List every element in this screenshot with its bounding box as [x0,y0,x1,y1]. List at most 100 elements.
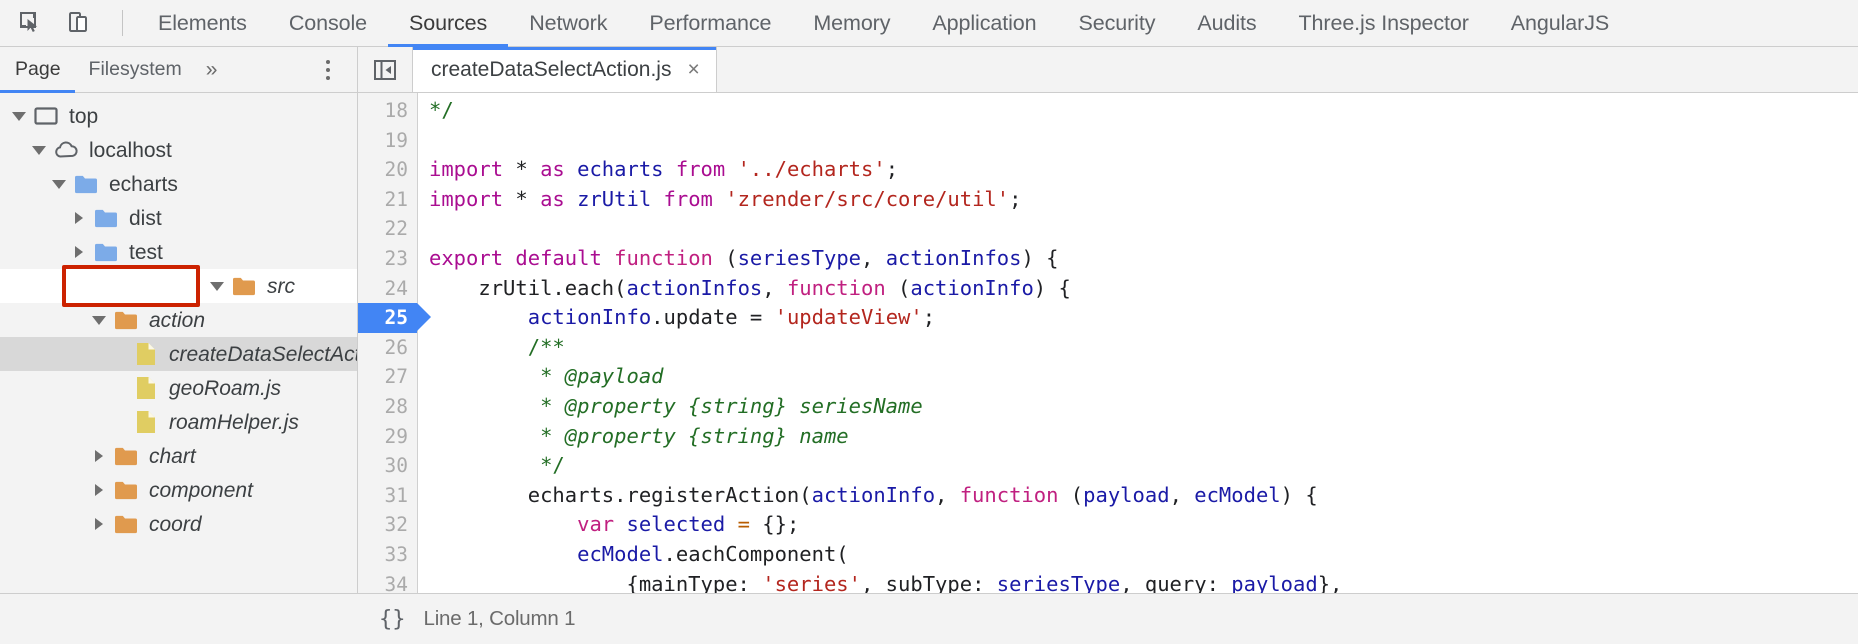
tab-application[interactable]: Application [911,0,1057,46]
toolbar-icon-group [0,6,137,40]
chevron-down-icon[interactable] [6,111,32,121]
code-token: {mainType: [429,571,763,594]
code-token: default [515,245,602,270]
code-text: zrUtil.each(actionInfos, function (actio… [417,274,1070,304]
tree-item-top[interactable]: top [0,99,357,133]
code-token: ( [885,275,911,300]
tab-sources-label: Sources [409,10,488,35]
tree-item-georoam-js[interactable]: geoRoam.js [0,371,357,405]
annotation-highlight-box [62,265,200,307]
kebab-menu-icon[interactable] [315,47,341,92]
line-number[interactable]: 32 [384,513,408,537]
tab-elements[interactable]: Elements [137,0,268,46]
code-token: ( [1058,482,1084,507]
code-token: import [429,157,504,182]
chevron-right-icon[interactable] [86,484,112,496]
tree-item-dist[interactable]: dist [0,201,357,235]
tree-item-src[interactable]: src [0,265,357,307]
pretty-print-icon[interactable]: {} [379,606,406,632]
tree-item-localhost[interactable]: localhost [0,133,357,167]
navigator-tab-page[interactable]: Page [0,47,75,93]
navigator-more-label: » [205,57,218,81]
tree-item-chart[interactable]: chart [0,439,357,473]
tab-console[interactable]: Console [268,0,388,46]
tree-item-label: coord [149,512,202,536]
tree-item-createdataselectaction-js[interactable]: createDataSelectAction.js [0,337,357,371]
code-token [614,512,626,536]
tree-item-echarts[interactable]: echarts [0,167,357,201]
tab-sources[interactable]: Sources [388,0,509,47]
line-number[interactable]: 29 [384,424,408,448]
tab-security[interactable]: Security [1057,0,1176,46]
line-number[interactable]: 22 [384,217,408,241]
inspect-cursor-icon[interactable] [14,6,48,40]
code-token: ) { [1021,245,1059,270]
line-number[interactable]: 21 [384,187,408,211]
line-number[interactable]: 27 [384,365,408,389]
tree-item-action[interactable]: action [0,303,357,337]
device-toolbar-icon[interactable] [62,6,96,40]
tree-item-coord[interactable]: coord [0,507,357,541]
line-number[interactable]: 20 [384,158,408,182]
navigator-tab-filesystem[interactable]: Filesystem [75,47,196,92]
line-number[interactable]: 19 [384,128,408,152]
line-number[interactable]: 26 [384,335,408,359]
tab-network[interactable]: Network [508,0,628,46]
line-number[interactable]: 33 [384,542,408,566]
tab-performance[interactable]: Performance [628,0,792,46]
tree-item-label: chart [149,444,196,468]
chevron-down-icon[interactable] [86,315,112,325]
chevron-right-icon[interactable] [66,246,92,258]
disclosure-triangle [95,484,103,496]
close-icon[interactable]: × [687,58,700,81]
tab-audits[interactable]: Audits [1176,0,1277,46]
line-number[interactable]: 23 [384,246,408,270]
line-number[interactable]: 24 [384,276,408,300]
frame-icon [32,103,60,129]
code-line: 32 var selected = {}; [358,510,1858,540]
tab-angularjs-label: AngularJS [1510,10,1610,35]
tab-angularjs[interactable]: AngularJS [1490,0,1630,46]
code-token: var [577,512,615,537]
devtools-main-toolbar: Elements Console Sources Network Perform… [0,0,1858,47]
chevron-right-icon[interactable] [86,518,112,530]
line-number[interactable]: 30 [384,454,408,478]
breakpoint-marker[interactable]: 25 [358,303,431,333]
code-token: '../echarts' [737,157,886,182]
code-token [429,542,577,566]
code-token: actionInfos [885,245,1022,270]
code-line: 22 [358,214,1858,244]
disclosure-triangle [75,246,83,258]
chevron-down-icon[interactable] [46,179,72,189]
tree-item-roamhelper-js[interactable]: roamHelper.js [0,405,357,439]
tree-item-test[interactable]: test [0,235,357,269]
code-token [651,187,663,211]
code-token: from [675,157,726,182]
line-number[interactable]: 28 [384,394,408,418]
chevron-right-icon[interactable] [86,450,112,462]
chevron-right-icon[interactable] [66,212,92,224]
editor-tab-createdataselectaction[interactable]: createDataSelectAction.js × [413,47,717,92]
chevron-down-icon[interactable] [204,281,230,291]
collapse-sidebar-icon[interactable] [358,47,413,92]
code-line: 24 zrUtil.each(actionInfos, function (ac… [358,274,1858,304]
code-token: 'series' [762,571,861,594]
code-token [713,187,725,211]
code-token: , [935,482,960,507]
tab-threejs-inspector[interactable]: Three.js Inspector [1278,0,1490,46]
line-number[interactable]: 34 [384,572,408,594]
tree-item-component[interactable]: component [0,473,357,507]
code-text: {mainType: 'series', subType: seriesType… [417,570,1342,594]
navigator-more-tabs-icon[interactable]: » [196,47,228,92]
code-token: , [861,245,886,270]
tree-item-label: top [69,104,99,128]
line-number[interactable]: 18 [384,99,408,122]
toolbar-divider [122,10,123,36]
tab-memory[interactable]: Memory [792,0,911,46]
chevron-down-icon[interactable] [26,145,52,155]
code-line: 27 * @payload [358,362,1858,392]
line-number[interactable]: 31 [384,483,408,507]
